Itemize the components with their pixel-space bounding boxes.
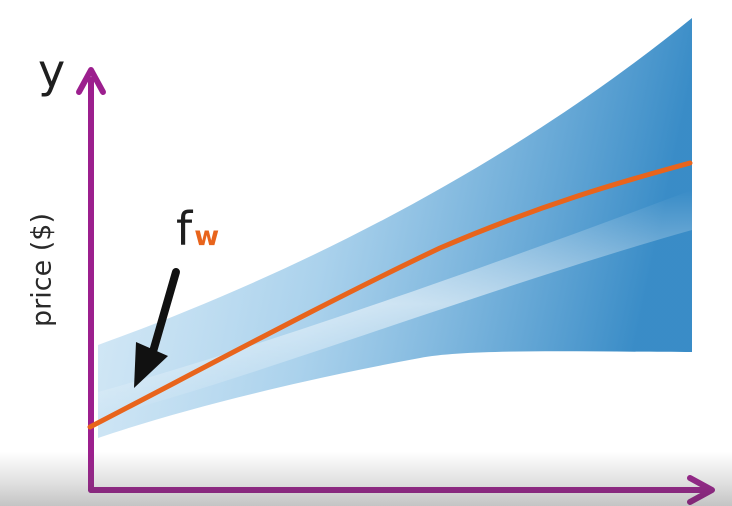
y-axis-arrowhead xyxy=(76,67,106,95)
y-axis-title: price ($) xyxy=(26,212,58,328)
pointer-arrow-shaft xyxy=(146,268,180,366)
pointer-arrow-head xyxy=(134,342,168,388)
function-label-subscript: w xyxy=(194,221,220,252)
y-axis-letter: y xyxy=(38,44,66,98)
function-label: fw xyxy=(176,206,219,252)
function-label-f: f xyxy=(176,202,193,256)
x-axis-arrowhead xyxy=(687,475,715,505)
fitted-curve xyxy=(87,160,693,430)
uncertainty-band-highlight xyxy=(98,190,692,418)
uncertainty-band xyxy=(98,18,692,438)
